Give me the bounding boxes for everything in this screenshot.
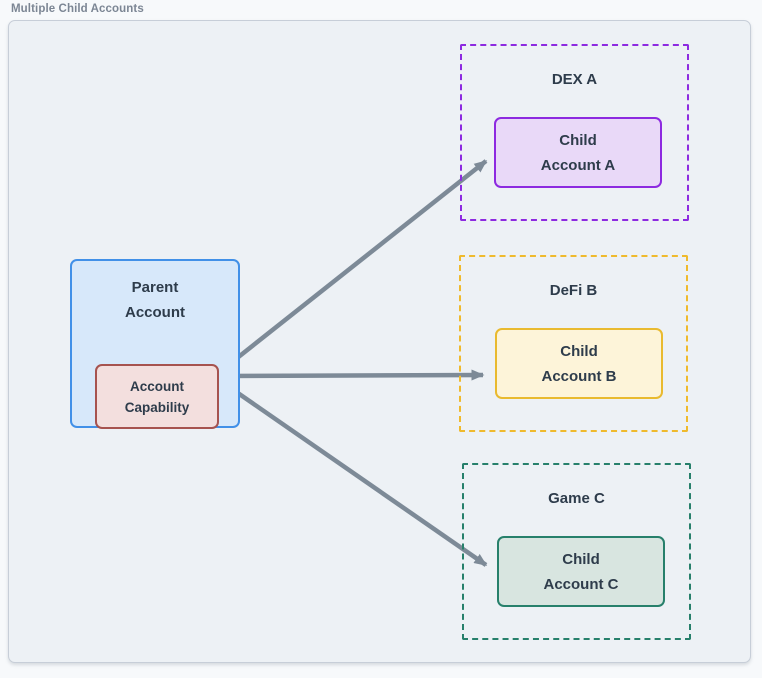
child-account-a-node: Child Account A xyxy=(494,117,662,188)
group-game-c: Game C Child Account C xyxy=(462,463,691,640)
arrow-parent-to-child-b xyxy=(221,369,485,381)
group-dex-a: DEX A Child Account A xyxy=(460,44,689,221)
arrow-parent-to-child-c xyxy=(220,380,488,567)
child-account-b-node: Child Account B xyxy=(495,328,663,399)
parent-account-node: Parent Account Account Capability xyxy=(70,259,240,429)
account-capability-node: Account Capability xyxy=(95,364,219,429)
diagram-title: Multiple Child Accounts xyxy=(11,3,144,15)
child-b-label-line2: Account B xyxy=(541,367,617,385)
child-a-label-line2: Account A xyxy=(540,156,616,174)
group-defi-b: DeFi B Child Account B xyxy=(459,255,688,432)
diagram-canvas: Parent Account Account Capability DEX A … xyxy=(8,20,751,663)
child-a-label-line1: Child xyxy=(559,131,597,149)
capability-label-line1: Account xyxy=(130,378,184,394)
parent-label-line2: Account xyxy=(125,304,185,321)
group-game-c-label: Game C xyxy=(548,490,605,507)
child-c-label-line1: Child xyxy=(562,550,600,568)
group-defi-b-label: DeFi B xyxy=(549,282,598,299)
child-account-c-node: Child Account C xyxy=(497,536,665,607)
parent-label-line1: Parent xyxy=(131,279,179,296)
child-b-label-line1: Child xyxy=(560,342,598,360)
arrow-parent-to-child-a xyxy=(220,159,488,372)
group-dex-a-label: DEX A xyxy=(551,71,598,88)
capability-label-line2: Capability xyxy=(124,399,190,415)
child-c-label-line2: Account C xyxy=(543,575,619,593)
parent-account-label: Parent Account xyxy=(125,275,185,325)
